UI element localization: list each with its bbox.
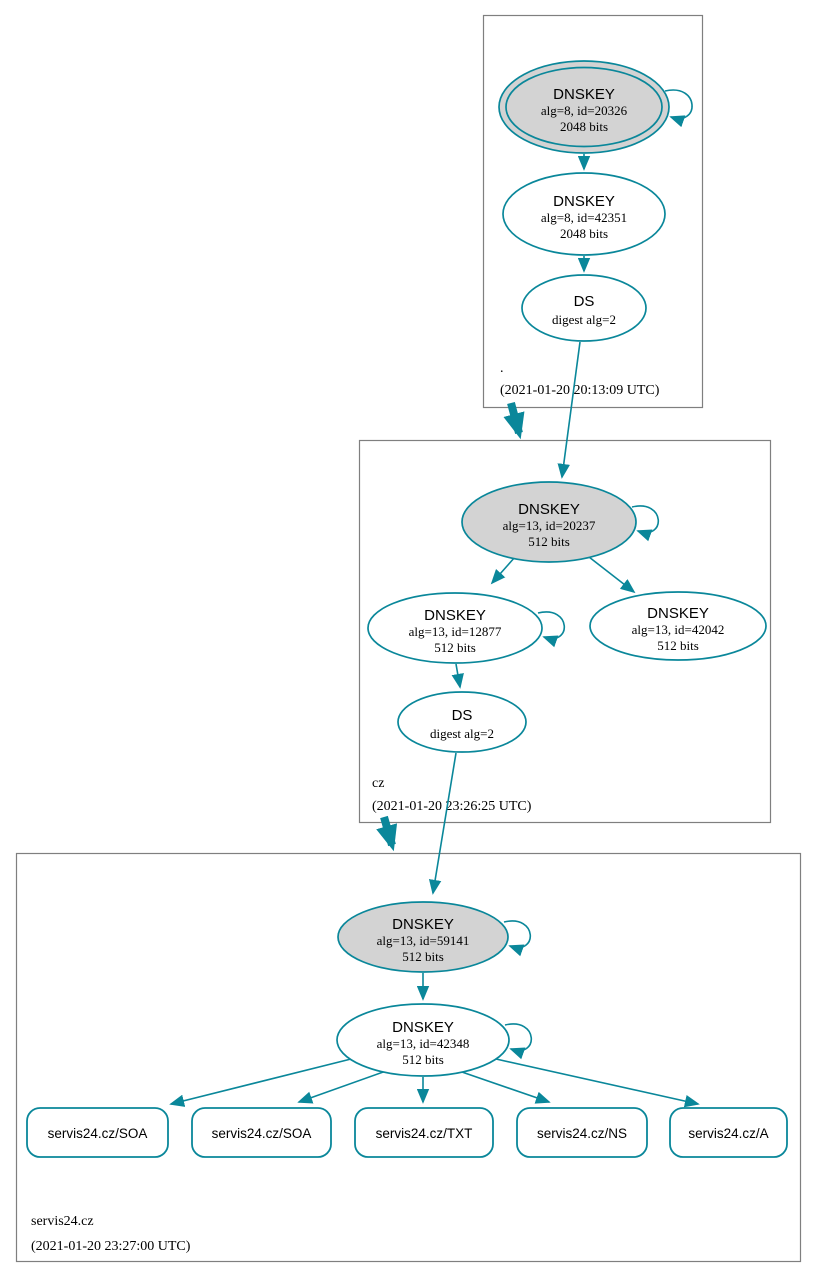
rrset-ns-box[interactable]: servis24.cz/NS <box>516 1107 648 1158</box>
cz-zsk2-title: DNSKEY <box>647 605 709 622</box>
cz-zone-timestamp: (2021-01-20 23:26:25 UTC) <box>372 799 532 814</box>
cz-zsk2-node[interactable]: DNSKEY alg=13, id=42042 512 bits <box>589 591 767 661</box>
rrset-txt-label: servis24.cz/TXT <box>376 1126 473 1141</box>
edge-servis24-zsk-selfloop <box>504 1023 533 1060</box>
edge-servis24-zsk-to-soa1 <box>169 1058 352 1107</box>
root-zsk-node[interactable]: DNSKEY alg=8, id=42351 2048 bits <box>502 172 666 256</box>
root-zsk-title: DNSKEY <box>553 193 615 210</box>
servis24-zsk-detail: alg=13, id=42348 <box>377 1036 470 1051</box>
edge-cz-zsk1-to-ds <box>451 663 464 689</box>
root-zone-timestamp: (2021-01-20 20:13:09 UTC) <box>500 383 660 398</box>
cz-ksk-title: DNSKEY <box>518 501 580 518</box>
edge-cz-ksk-selfloop <box>631 505 660 542</box>
cz-zsk1-title: DNSKEY <box>424 607 486 624</box>
servis24-ksk-node[interactable]: DNSKEY alg=13, id=59141 512 bits <box>337 901 509 973</box>
edge-servis24-ksk-selfloop <box>503 920 532 957</box>
rrset-txt-box[interactable]: servis24.cz/TXT <box>354 1107 494 1158</box>
zone-cz: DNSKEY alg=13, id=20237 512 bits DNSKEY … <box>358 341 772 824</box>
zone-servis24cz: DNSKEY alg=13, id=59141 512 bits DNSKEY … <box>15 752 802 1263</box>
cz-zsk1-node[interactable]: DNSKEY alg=13, id=12877 512 bits <box>367 592 543 664</box>
cz-ksk-bits: 512 bits <box>528 534 570 549</box>
servis24-zsk-title: DNSKEY <box>392 1019 454 1036</box>
servis24-zsk-bits: 512 bits <box>402 1052 444 1067</box>
edge-servis24-zsk-to-ns <box>458 1070 551 1104</box>
root-ksk-node[interactable]: DNSKEY alg=8, id=20326 2048 bits <box>498 60 670 154</box>
zone-box-root <box>482 14 704 409</box>
root-ksk-detail: alg=8, id=20326 <box>541 103 628 118</box>
servis24-ksk-bits: 512 bits <box>402 949 444 964</box>
cz-zsk1-bits: 512 bits <box>434 640 476 655</box>
cz-ds-title: DS <box>452 707 473 724</box>
rrset-soa2-box[interactable]: servis24.cz/SOA <box>191 1107 332 1158</box>
cz-zsk2-bits: 512 bits <box>657 638 699 653</box>
rrset-soa1-label: servis24.cz/SOA <box>48 1126 148 1141</box>
servis24-ksk-detail: alg=13, id=59141 <box>377 933 470 948</box>
cz-zsk1-detail: alg=13, id=12877 <box>409 624 502 639</box>
root-ksk-title: DNSKEY <box>553 86 615 103</box>
root-ds-title: DS <box>574 293 595 310</box>
cz-ksk-node[interactable]: DNSKEY alg=13, id=20237 512 bits <box>461 481 637 563</box>
edge-cz-ksk-to-zsk2 <box>588 556 636 594</box>
zone-root: DNSKEY alg=8, id=20326 2048 bits DNSKEY … <box>482 14 704 409</box>
rrset-a-label: servis24.cz/A <box>688 1126 768 1141</box>
root-ds-node[interactable]: DS digest alg=2 <box>521 274 647 342</box>
edge-cz-ksk-to-zsk1 <box>490 556 516 585</box>
cz-zone-label: cz <box>372 776 384 791</box>
edge-servis24-zsk-to-a <box>495 1058 700 1108</box>
root-zone-label: . <box>500 361 504 376</box>
edge-root-to-cz-delegation <box>503 401 525 440</box>
edge-servis24-zsk-to-soa2 <box>297 1070 387 1104</box>
edge-root-ds-to-cz-ksk <box>557 341 581 479</box>
cz-ds-node[interactable]: DS digest alg=2 <box>397 691 527 753</box>
rrset-soa1-box[interactable]: servis24.cz/SOA <box>26 1107 169 1158</box>
cz-zsk2-detail: alg=13, id=42042 <box>632 622 725 637</box>
edge-cz-zsk1-selfloop <box>537 611 566 648</box>
servis24-zone-timestamp: (2021-01-20 23:27:00 UTC) <box>31 1239 191 1254</box>
cz-ksk-detail: alg=13, id=20237 <box>503 518 596 533</box>
rrset-soa2-label: servis24.cz/SOA <box>212 1126 312 1141</box>
rrset-a-box[interactable]: servis24.cz/A <box>669 1107 788 1158</box>
edge-cz-to-servis24-delegation <box>376 815 398 852</box>
zone-box-cz <box>358 439 772 824</box>
root-zsk-detail: alg=8, id=42351 <box>541 210 627 225</box>
edge-root-ksk-selfloop <box>664 89 693 128</box>
rrset-ns-label: servis24.cz/NS <box>537 1126 627 1141</box>
servis24-zsk-node[interactable]: DNSKEY alg=13, id=42348 512 bits <box>336 1003 510 1077</box>
zone-box-servis24cz <box>15 852 802 1263</box>
root-zsk-bits: 2048 bits <box>560 226 608 241</box>
servis24-ksk-title: DNSKEY <box>392 916 454 933</box>
root-ksk-bits: 2048 bits <box>560 119 608 134</box>
root-ds-detail: digest alg=2 <box>552 312 616 327</box>
servis24-zone-label: servis24.cz <box>31 1214 94 1229</box>
edge-cz-ds-to-servis24-ksk <box>428 752 457 895</box>
cz-ds-detail: digest alg=2 <box>430 726 494 741</box>
